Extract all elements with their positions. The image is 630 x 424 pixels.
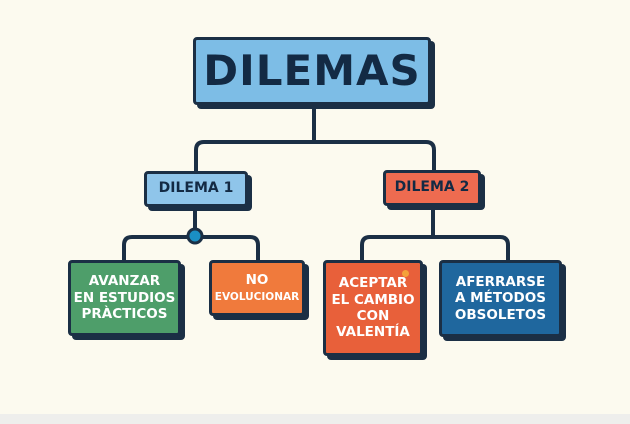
accent-dot — [402, 270, 409, 277]
dilemma-2-node: DILEMA 2 — [383, 170, 481, 206]
option-label: ACEPTAR EL CAMBIO CON VALENTÍA — [331, 275, 415, 341]
option-label: AVANZAR EN ESTUDIOS PRÀCTICOS — [73, 273, 176, 323]
option-label: NO — [245, 271, 269, 288]
dilemma-1-label: DILEMA 1 — [158, 180, 234, 197]
dilemma-2-label: DILEMA 2 — [394, 179, 470, 196]
option-no-evolve: NO EVOLUCIONAR — [209, 260, 305, 316]
option-label: AFERRARSE A MÉTODOS OBSOLETOS — [454, 273, 547, 323]
root-node-dilemas: DILEMAS — [193, 37, 431, 105]
dilemma-1-node: DILEMA 1 — [144, 171, 248, 207]
dilemma-2-connector — [360, 206, 510, 262]
root-label: DILEMAS — [203, 46, 421, 96]
root-connector — [194, 105, 436, 172]
junction-node — [186, 227, 204, 245]
bottom-strip — [0, 414, 630, 424]
option-cling-obsolete: AFERRARSE A MÉTODOS OBSOLETOS — [439, 260, 562, 337]
option-label: EVOLUCIONAR — [214, 291, 300, 303]
option-advance-studies: AVANZAR EN ESTUDIOS PRÀCTICOS — [68, 260, 181, 336]
